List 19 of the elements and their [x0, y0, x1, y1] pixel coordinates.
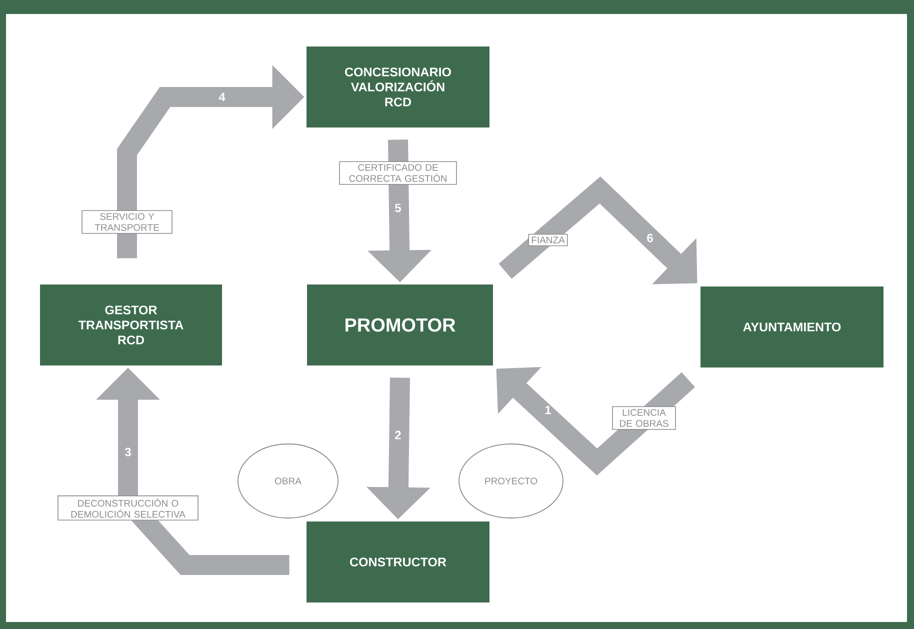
arrow — [498, 176, 698, 284]
step-number: 6 — [647, 234, 653, 242]
process-box: PROMOTOR — [307, 284, 493, 366]
edge-label: SERVICIO Y TRANSPORTE — [82, 210, 172, 234]
process-box: GESTOR TRANSPORTISTA RCD — [40, 284, 222, 366]
process-box: CONCESIONARIO VALORIZACIÓN RCD — [306, 46, 490, 128]
process-box: AYUNTAMIENTO — [700, 286, 884, 368]
oval: OBRA — [238, 444, 338, 518]
step-number: 3 — [124, 448, 131, 456]
edge-label: FIANZA — [528, 234, 568, 246]
step-number: 1 — [545, 406, 551, 414]
process-box: CONSTRUCTOR — [306, 522, 490, 602]
step-number: 4 — [218, 92, 226, 102]
edge-label: CERTIFICADO DE CORRECTA GESTIÓN — [339, 161, 457, 185]
step-number: 2 — [395, 430, 401, 440]
step-number: 5 — [395, 204, 401, 212]
edge-label: DECONSTRUCCIÓN O DEMOLICIÓN SELECTIVA — [58, 495, 198, 521]
oval: PROYECTO — [458, 444, 564, 518]
edge-label: LICENCIA DE OBRAS — [612, 406, 676, 430]
